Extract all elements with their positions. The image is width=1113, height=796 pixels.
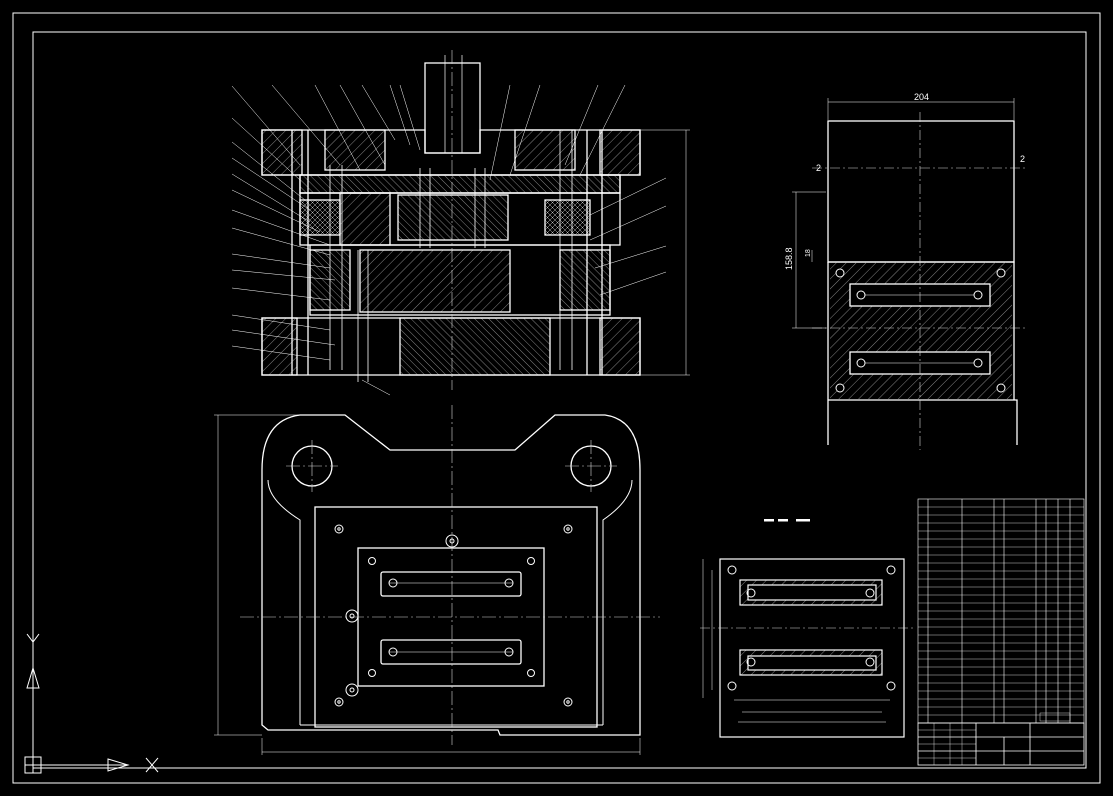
workpiece-caption bbox=[764, 519, 810, 522]
die-base-outline bbox=[261, 414, 641, 736]
dim-height-left: 158.8 bbox=[784, 247, 794, 270]
section-mark-left: 2 bbox=[816, 163, 821, 173]
workpiece-plan-view bbox=[702, 558, 905, 738]
part-leaders bbox=[231, 84, 667, 396]
strip-part-dimensions bbox=[792, 98, 1015, 329]
outer-border bbox=[12, 12, 1101, 784]
section-view bbox=[261, 50, 690, 390]
dim-offset-small: 18 bbox=[805, 249, 812, 257]
slot-upper bbox=[380, 571, 522, 597]
plan-view-centerlines bbox=[240, 405, 660, 745]
workpiece-holes bbox=[727, 565, 896, 691]
slot-lower bbox=[380, 639, 522, 665]
ucs-y-glyph bbox=[26, 633, 40, 650]
ucs-icon bbox=[24, 633, 159, 774]
parts-list-rows bbox=[918, 506, 1084, 716]
inner-border bbox=[32, 31, 1087, 769]
dim-width-top: 204 bbox=[914, 92, 929, 102]
strip-part-holes bbox=[835, 268, 1006, 393]
plan-view-holes bbox=[334, 524, 573, 707]
section-mark-right: 2 bbox=[1020, 154, 1025, 164]
ucs-x-glyph bbox=[145, 757, 159, 773]
strip-part-centerlines bbox=[812, 112, 1025, 450]
plan-view-dimensions bbox=[214, 414, 641, 755]
title-block bbox=[917, 712, 1085, 766]
workpiece-outline bbox=[719, 558, 905, 738]
